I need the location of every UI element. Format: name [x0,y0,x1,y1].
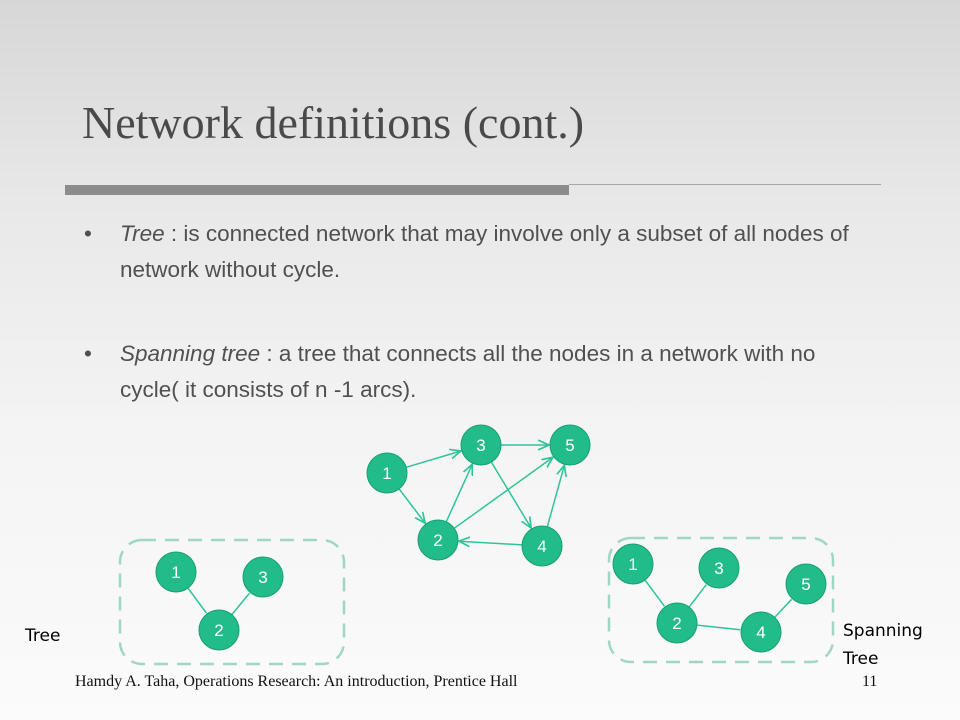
node-label-4: 4 [756,623,765,642]
node-5 [549,424,591,466]
slide-title: Network definitions (cont.) [82,97,585,148]
node-label-3: 3 [714,559,723,578]
bullet-text: : a tree that connects all the nodes in … [120,341,816,402]
spanning-tree-graph: 1 2 3 4 5 [612,543,827,653]
tree-label: Tree [25,626,61,646]
tree-graph: 1 2 3 [155,551,284,651]
node-3 [460,424,502,466]
page-number: 11 [862,673,878,690]
node-3 [242,556,284,598]
node-label-3: 3 [476,436,485,455]
node-label-2: 2 [214,621,223,640]
node-2 [198,609,240,651]
node-2 [417,519,459,561]
node-label-1: 1 [171,563,180,582]
bullet-term: Tree [120,221,165,246]
bullet-dot: • [84,341,92,366]
edge-2-5 [453,457,553,529]
edge-1-3 [405,451,461,469]
node-label-2: 2 [672,614,681,633]
bullet-tree-definition: • Tree : is connected network that may i… [84,216,880,288]
footer-source: Hamdy A. Taha, Operations Research: An i… [75,673,518,690]
node-2 [656,602,698,644]
edge-4-5 [546,465,564,527]
bullet-text: : is connected network that may involve … [120,221,849,282]
edge-2-4 [696,624,741,631]
node-label-5: 5 [565,436,574,455]
node-4 [740,611,782,653]
edge-4-2 [459,541,523,545]
node-1 [155,551,197,593]
node-label-4: 4 [537,537,546,556]
edge-2-3 [445,464,472,523]
edge-1-2 [644,579,666,607]
title-underline-thick [65,185,569,195]
node-label-1: 1 [382,464,391,483]
node-3 [698,547,740,589]
node-5 [785,563,827,605]
spanning-tree-label: Spanning Tree [843,621,923,669]
node-4 [521,525,563,567]
bullet-dot: • [84,221,92,246]
edge-3-4 [490,461,531,528]
node-label-1: 1 [628,555,637,574]
network-graph: 1 2 3 4 5 [366,424,591,567]
edge-1-2 [398,488,425,523]
edge-1-2 [187,587,208,614]
title-underline-thin [569,184,881,185]
node-label-3: 3 [258,568,267,587]
bullet-term: Spanning tree [120,341,261,366]
edge-2-3 [688,584,707,608]
node-1 [366,452,408,494]
edge-2-3 [231,592,251,616]
node-label-2: 2 [433,531,442,550]
tree-frame [118,538,346,666]
node-1 [612,543,654,585]
spanning-tree-frame [607,536,835,664]
node-label-5: 5 [801,575,810,594]
edge-4-5 [774,598,793,618]
bullet-spanning-tree-definition: • Spanning tree : a tree that connects a… [84,336,880,408]
